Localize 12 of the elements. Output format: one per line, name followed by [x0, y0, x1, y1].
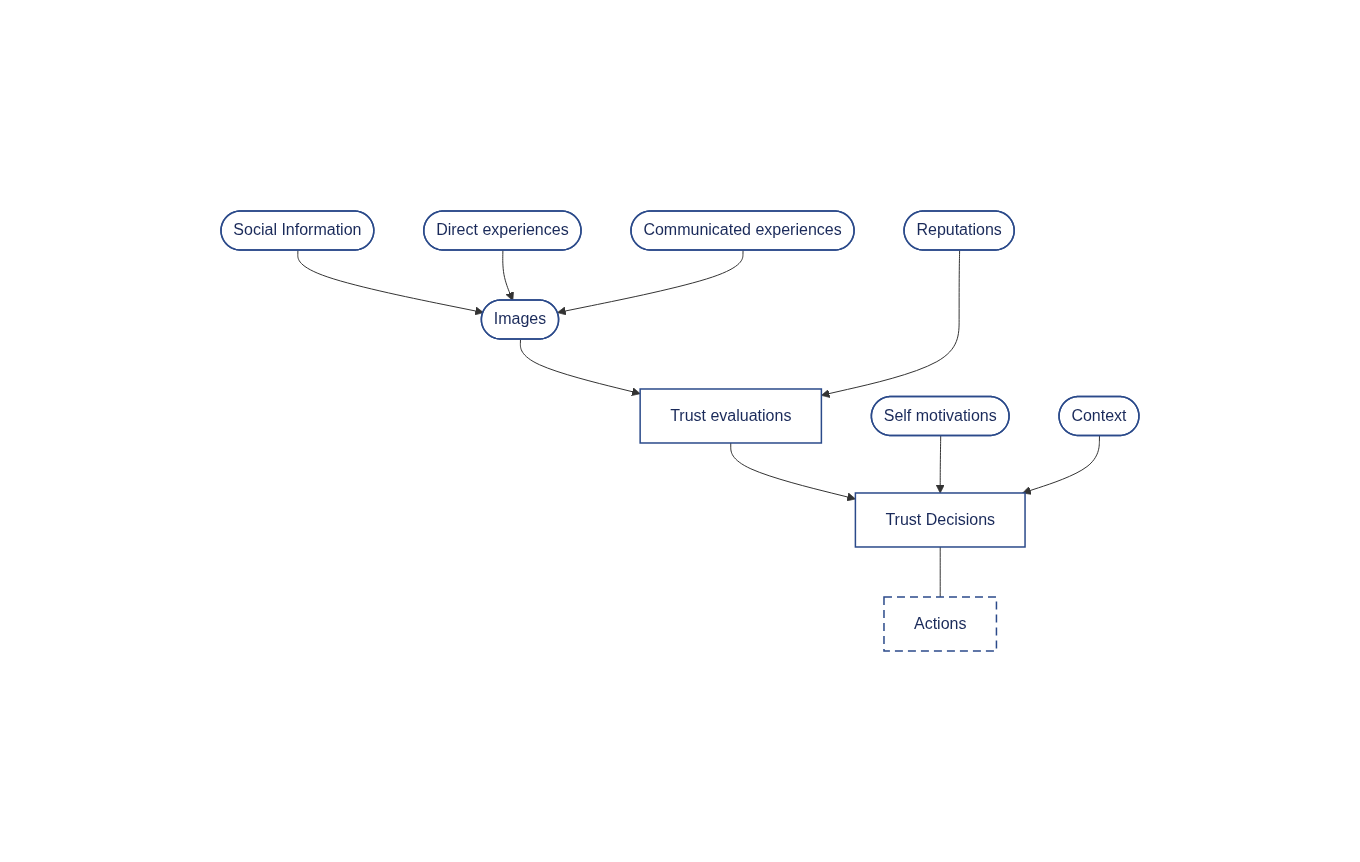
arrow	[502, 250, 514, 301]
node-box: Trust evaluations	[639, 388, 823, 444]
node-box: Actions	[883, 596, 998, 652]
arrow	[935, 435, 945, 494]
node-box: Trust Decisions	[854, 492, 1026, 548]
arrow	[1022, 435, 1100, 495]
connector	[939, 546, 941, 598]
arrow	[519, 339, 641, 396]
arrow	[730, 442, 856, 502]
arrow	[297, 250, 484, 316]
arrow	[557, 250, 744, 316]
arrow	[821, 250, 961, 398]
